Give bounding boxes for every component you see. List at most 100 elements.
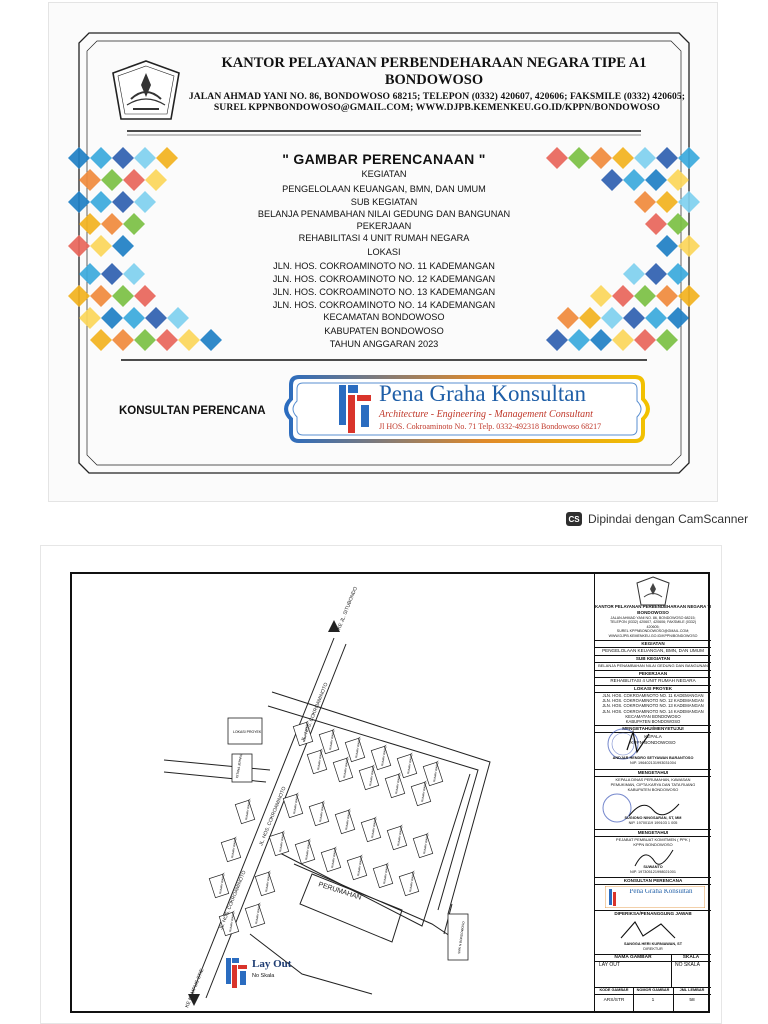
mosaic-diamond bbox=[590, 147, 612, 169]
house-label: RUMAH WARGA bbox=[302, 720, 310, 742]
mosaic-diamond bbox=[90, 147, 112, 169]
mosaic-diamond bbox=[634, 191, 656, 213]
ppk-signature bbox=[634, 849, 674, 867]
project-detail-line: PEKERJAAN bbox=[356, 221, 412, 231]
mosaic-diamond bbox=[623, 263, 645, 285]
lokasi-proyek: LOKASI PROYEK bbox=[227, 717, 263, 745]
house-block: RUMAH WARGA bbox=[372, 862, 394, 889]
tb-address: JALAN AHMAD YANI NO. 86, BONDOWOSO 68215… bbox=[608, 616, 698, 638]
mosaic-diamond bbox=[568, 147, 590, 169]
tb-nomor: 1 bbox=[651, 998, 655, 1003]
tb-sig4-role: DIREKTUR bbox=[643, 947, 663, 951]
project-detail-line: LOKASI bbox=[367, 247, 401, 257]
project-detail-line: TAHUN ANGGARAN 2023 bbox=[329, 339, 439, 349]
house-label: RUMAH WARGA bbox=[344, 808, 352, 830]
house-label: RUMAH WARGA bbox=[330, 846, 338, 868]
tb-sig2-name: SUGIONO NINGSARAN, ST, MM bbox=[624, 816, 682, 820]
house-label: RUMAH WARGA bbox=[356, 854, 364, 876]
mosaic-diamond bbox=[134, 191, 156, 213]
road-east-upper bbox=[271, 691, 491, 915]
mosaic-diamond bbox=[123, 263, 145, 285]
house-label: RUMAH WARGA bbox=[264, 870, 272, 892]
mosaic-diamond bbox=[123, 213, 145, 235]
consultant-name: Pena Graha Konsultan bbox=[379, 381, 586, 406]
project-detail-line: KEGIATAN bbox=[361, 169, 407, 179]
tb-nama-gambar: LAY OUT bbox=[599, 962, 620, 968]
project-detail-line: JLN. HOS. COKROAMINOTO NO. 13 KADEMANGAN bbox=[272, 287, 496, 297]
office-address: JALAN AHMAD YANI NO. 86, BONDOWOSO 68215… bbox=[188, 91, 686, 102]
house-label: RUMAH WARGA bbox=[254, 902, 262, 924]
tb-office-city: BONDOWOSO bbox=[637, 610, 669, 615]
mosaic-diamond bbox=[68, 235, 90, 257]
house-block: RUMAH WARGA bbox=[318, 728, 340, 755]
mosaic-diamond bbox=[79, 213, 101, 235]
istana-jepang: ISTANA JEPANG bbox=[231, 753, 253, 783]
layout-title: Lay Out bbox=[252, 958, 292, 970]
mosaic-diamond bbox=[200, 329, 222, 351]
house-label: RUMAH WARGA bbox=[382, 862, 390, 884]
camscanner-text: Dipindai dengan CamScanner bbox=[588, 512, 749, 526]
road-west bbox=[163, 759, 271, 783]
road-side bbox=[249, 933, 373, 995]
house-block: RUMAH WARGA bbox=[282, 792, 304, 819]
mosaic-diamond bbox=[68, 285, 90, 307]
mosaic-diamond bbox=[634, 147, 656, 169]
project-detail-line: JLN. HOS. COKROAMINOTO NO. 12 KADEMANGAN bbox=[272, 274, 496, 284]
mosaic-diamond bbox=[612, 147, 634, 169]
mosaic-diamond bbox=[167, 307, 189, 329]
mosaic-diamond bbox=[656, 147, 678, 169]
mosaic-diamond bbox=[101, 307, 123, 329]
konsultan-label: KONSULTAN PERENCANA bbox=[119, 405, 266, 417]
project-detail-line: BELANJA PENAMBAHAN NILAI GEDUNG DAN BANG… bbox=[257, 209, 511, 219]
project-detail-line: KABUPATEN BONDOWOSO bbox=[324, 326, 444, 336]
tb-skala: NO SKALA bbox=[675, 962, 701, 968]
road-bottom bbox=[293, 863, 451, 937]
tb-mengetahui2-heading: MENGETAHUI bbox=[637, 830, 669, 835]
house-block: RUMAH WARGA bbox=[396, 752, 418, 779]
office-name: KANTOR PELAYANAN PERBENDEHARAAN NEGARA T… bbox=[221, 55, 647, 71]
house-block: RUMAH WARGA bbox=[386, 824, 408, 851]
house-label: RUMAH WARGA bbox=[304, 838, 312, 860]
house-label: RUMAH WARGA bbox=[318, 800, 326, 822]
tb-sig3-nip: NIP. 197305121998021001 bbox=[630, 870, 676, 874]
house-label: RUMAH WARGA bbox=[406, 752, 414, 774]
north-arrow-icon bbox=[328, 620, 340, 632]
house-block: RUMAH WARGA bbox=[358, 764, 380, 791]
mosaic-diamond bbox=[656, 285, 678, 307]
mosaic-diamond bbox=[68, 191, 90, 213]
mosaic-diamond bbox=[134, 147, 156, 169]
house-label: RUMAH WARGA bbox=[316, 748, 324, 770]
mosaic-diamond bbox=[101, 169, 123, 191]
mosaic-diamond bbox=[667, 307, 689, 329]
mosaic-diamond bbox=[134, 285, 156, 307]
south-arrow-icon bbox=[188, 994, 200, 1006]
mosaic-diamond bbox=[568, 329, 590, 351]
mosaic-diamond bbox=[90, 285, 112, 307]
mosaic-diamond bbox=[590, 285, 612, 307]
mosaic-diamond bbox=[678, 285, 700, 307]
smk-building: SMK N BONDOWOSO bbox=[447, 913, 469, 961]
kppn-stamp-signature bbox=[607, 728, 650, 760]
mosaic-diamond bbox=[145, 169, 167, 191]
tb-sig1-nip: NIP. 196402131993031004 bbox=[630, 761, 676, 765]
mosaic-diamond bbox=[612, 329, 634, 351]
mosaic-diamond bbox=[645, 169, 667, 191]
mosaic-diamond bbox=[634, 285, 656, 307]
mosaic-diamond bbox=[79, 307, 101, 329]
mosaic-diamond bbox=[546, 147, 568, 169]
house-label: RUMAH WARGA bbox=[328, 728, 336, 750]
kemenkeu-emblem-icon bbox=[112, 60, 180, 120]
house-label: RUMAH WARGA bbox=[420, 780, 428, 802]
document-title: " GAMBAR PERENCANAAN " bbox=[282, 151, 486, 167]
house-block: RUMAH WARGA bbox=[422, 760, 444, 787]
house-label: RUMAH WARGA bbox=[228, 910, 236, 932]
house-block: RUMAH WARGA bbox=[370, 744, 392, 771]
mosaic-diamond bbox=[79, 169, 101, 191]
house-block: RUMAH WARGA bbox=[344, 736, 366, 763]
tb-sig2-nip: NIP. 19700119 199103 1 005 bbox=[628, 821, 678, 825]
mosaic-diamond bbox=[678, 191, 700, 213]
mosaic-diamond bbox=[546, 329, 568, 351]
tb-lokasi-heading: LOKASI PROYEK bbox=[633, 686, 673, 691]
house-label: RUMAH WARGA bbox=[218, 872, 226, 894]
